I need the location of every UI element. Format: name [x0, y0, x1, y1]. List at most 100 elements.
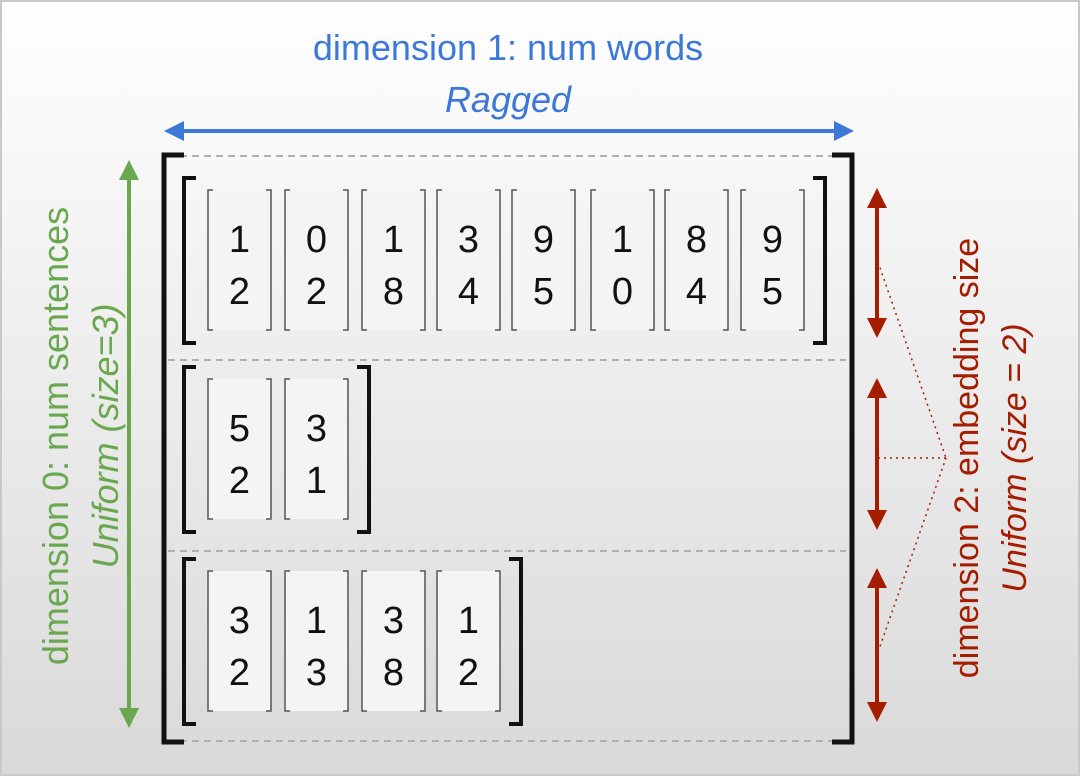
word-bracket-right [799, 189, 805, 331]
word-vector: 95 [740, 189, 805, 331]
word-vector: 10 [590, 189, 655, 331]
embedding-value: 3 [306, 408, 327, 450]
word-cell [665, 190, 728, 330]
word-vector: 52 [207, 378, 272, 520]
word-cell [208, 571, 271, 711]
word-bracket-right [723, 189, 729, 331]
word-vector: 38 [361, 570, 426, 712]
word-cell [208, 190, 271, 330]
embedding-value: 3 [306, 652, 327, 694]
outer-bracket-right [832, 152, 855, 745]
sentence-bracket-right [357, 365, 371, 534]
dimension1-label: dimension 1: num words [313, 27, 703, 68]
word-cell [362, 571, 425, 711]
word-bracket-left [436, 189, 442, 331]
embedding-value: 1 [383, 219, 404, 261]
word-bracket-left [361, 189, 367, 331]
embedding-value: 1 [306, 600, 327, 642]
word-bracket-right [343, 189, 349, 331]
dimension2-kind: Uniform (size = 2) [996, 323, 1034, 592]
dimension2-connectors [877, 261, 947, 653]
embedding-value: 8 [383, 652, 404, 694]
word-bracket-left [284, 189, 290, 331]
word-cell [285, 571, 348, 711]
word-vector: 84 [664, 189, 729, 331]
sentence-bracket-right [509, 557, 523, 726]
embedding-value: 3 [458, 219, 479, 261]
word-vector: 12 [207, 189, 272, 331]
word-bracket-left [207, 570, 213, 712]
embedding-value: 2 [229, 460, 250, 502]
word-bracket-left [284, 570, 290, 712]
dimension1-kind: Ragged [445, 79, 572, 120]
word-cell [285, 379, 348, 519]
word-bracket-right [343, 378, 349, 520]
embedding-size-arrow [867, 568, 887, 722]
embedding-value: 4 [686, 271, 707, 313]
word-bracket-left [284, 378, 290, 520]
embedding-value: 1 [458, 600, 479, 642]
embedding-value: 8 [686, 219, 707, 261]
dimension0-arrow [119, 160, 139, 728]
word-cell [208, 379, 271, 519]
word-bracket-right [649, 189, 655, 331]
word-bracket-left [590, 189, 596, 331]
sentence-bracket-left [182, 365, 196, 534]
embedding-value: 2 [229, 652, 250, 694]
word-bracket-left [207, 378, 213, 520]
word-cell [741, 190, 804, 330]
embedding-value: 4 [458, 271, 479, 313]
word-bracket-right [495, 570, 501, 712]
word-bracket-left [740, 189, 746, 331]
word-bracket-right [343, 570, 349, 712]
word-cell [362, 190, 425, 330]
word-bracket-right [420, 570, 426, 712]
word-cell [437, 190, 500, 330]
dimension0-kind: Uniform (size=3) [85, 303, 126, 568]
word-cell [512, 190, 575, 330]
dimension0-label: dimension 0: num sentences [35, 207, 76, 665]
word-vector: 02 [284, 189, 349, 331]
word-bracket-right [570, 189, 576, 331]
embedding-value: 0 [306, 219, 327, 261]
embedding-value: 1 [612, 219, 633, 261]
embedding-value: 1 [229, 219, 250, 261]
embedding-value: 2 [306, 271, 327, 313]
sentence-bracket-left [182, 557, 196, 726]
dimension1-arrow [164, 121, 854, 141]
sentence-bracket-right [813, 176, 827, 345]
outer-bracket-left [161, 152, 184, 745]
word-bracket-left [207, 189, 213, 331]
word-cell [285, 190, 348, 330]
embedding-value: 1 [306, 460, 327, 502]
dimension2-label: dimension 2: embedding size [948, 238, 986, 678]
sentence-bracket-left [182, 176, 196, 345]
word-bracket-left [436, 570, 442, 712]
word-vector: 32 [207, 570, 272, 712]
word-cell [591, 190, 654, 330]
embedding-value: 5 [229, 408, 250, 450]
word-vector: 12 [436, 570, 501, 712]
embedding-value: 9 [762, 219, 783, 261]
embedding-value: 5 [533, 271, 554, 313]
word-bracket-right [266, 570, 272, 712]
embedding-value: 0 [612, 271, 633, 313]
embedding-value: 5 [762, 271, 783, 313]
embedding-value: 3 [229, 600, 250, 642]
embedding-value: 2 [458, 652, 479, 694]
dimension2-arrows [867, 188, 887, 722]
word-vector: 31 [284, 378, 349, 520]
word-bracket-right [266, 189, 272, 331]
word-vector: 95 [511, 189, 576, 331]
word-bracket-right [266, 378, 272, 520]
word-vector: 18 [361, 189, 426, 331]
word-bracket-right [420, 189, 426, 331]
word-cell [437, 571, 500, 711]
embedding-value: 9 [533, 219, 554, 261]
